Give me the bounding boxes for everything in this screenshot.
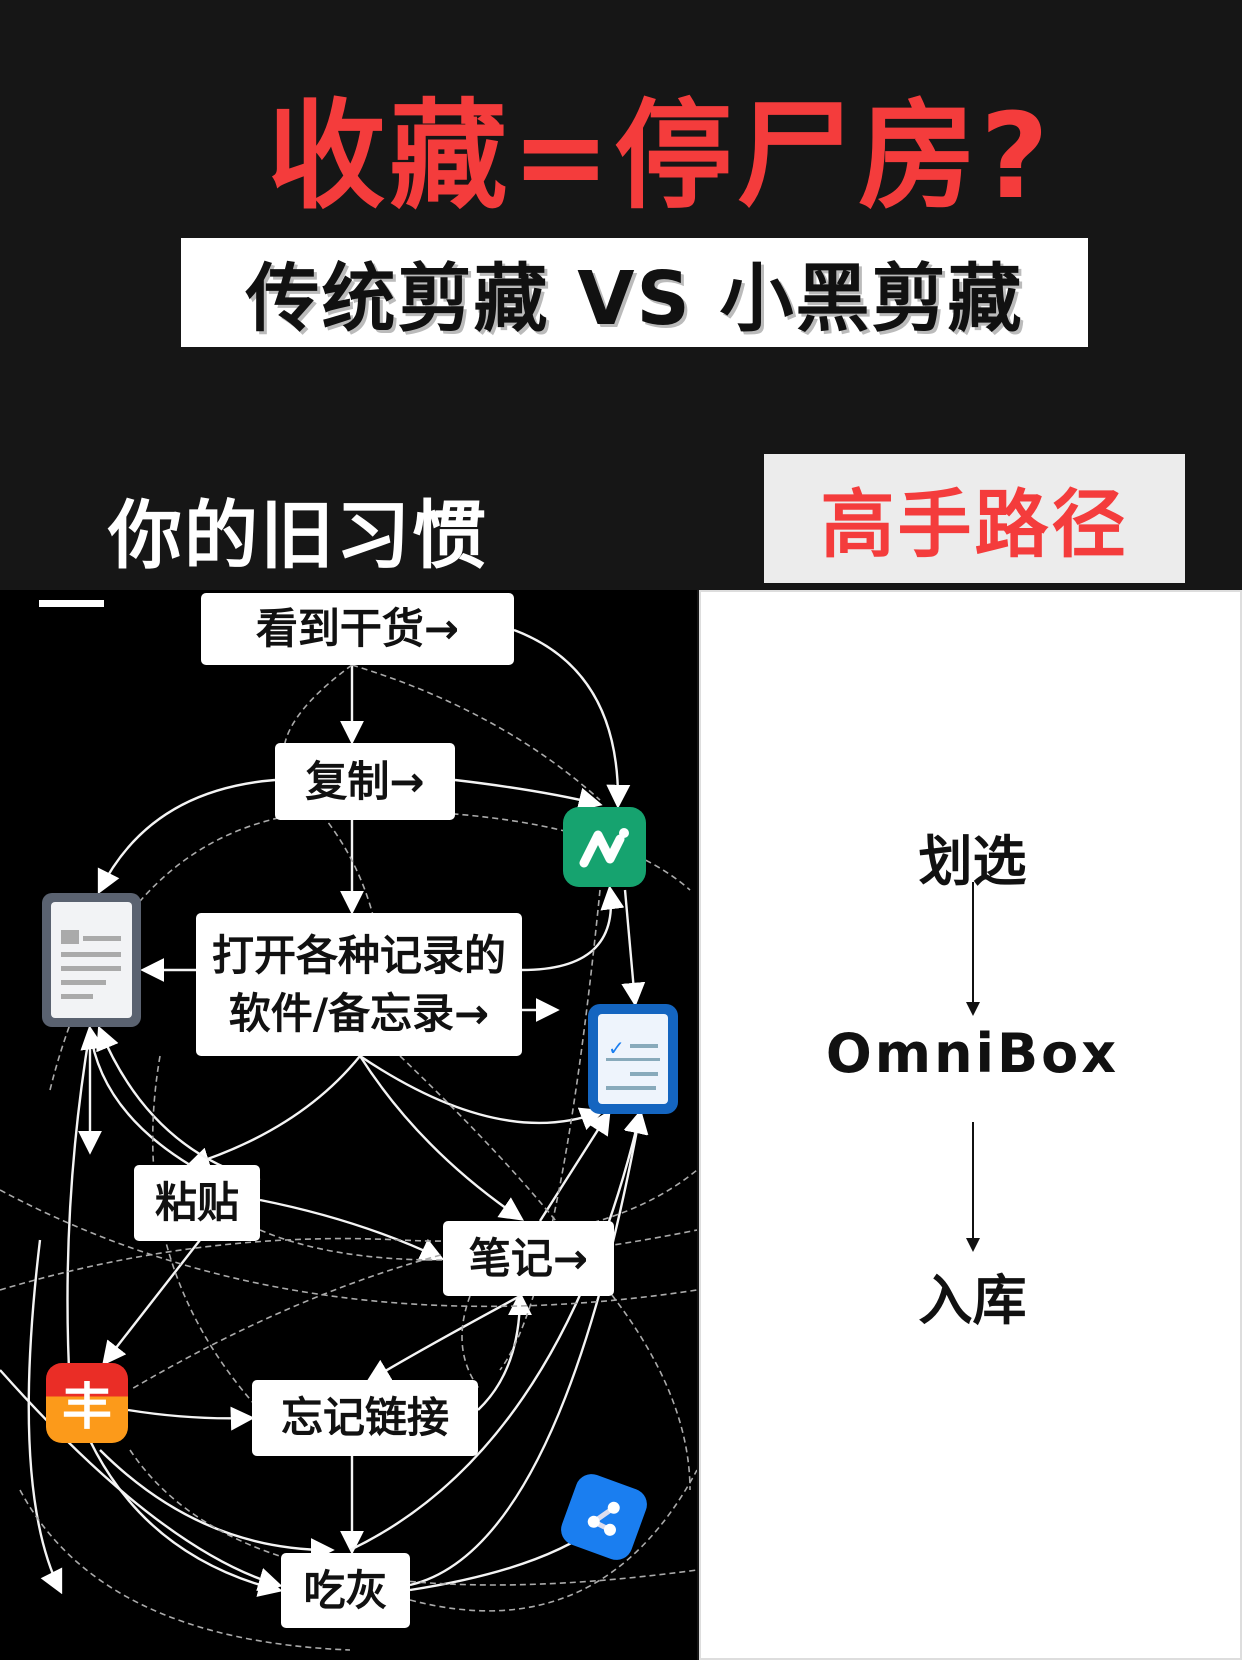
arrow-edge-13	[102, 1239, 201, 1366]
arrow-edge-12	[259, 1198, 445, 1261]
old-habit-diagram: 看到干货→ 复制→ 打开各种记录的软件/备忘录→ 粘贴 笔记→ 忘记链接 吃灰 …	[0, 590, 697, 1660]
arrow-edge-21	[0, 1369, 283, 1592]
arrow-edge-28	[27, 1239, 63, 1595]
arrow-edge-10	[358, 1055, 524, 1221]
arrow-edge-9	[185, 1055, 361, 1171]
arrow-edge-17	[477, 1291, 532, 1411]
page-title: 收藏=停尸房?	[267, 87, 1053, 225]
node-paste: 粘贴	[134, 1165, 260, 1241]
pro-path-label: 高手路径	[820, 482, 1129, 568]
arrow-edge-22	[349, 1109, 648, 1552]
node-notes: 笔记→	[443, 1221, 614, 1296]
arrow-edge-6	[521, 885, 625, 972]
arrow-edge-14	[538, 1109, 611, 1222]
node-copy: 复制→	[275, 743, 455, 820]
arrow-edge-15	[127, 1406, 255, 1431]
decorative-bar	[39, 600, 104, 607]
arrow-edge-25	[99, 1449, 335, 1562]
dashed-edge-6	[0, 1189, 697, 1308]
subtitle-text: 传统剪藏 VS 小黑剪藏	[245, 256, 1024, 342]
node-open-apps: 打开各种记录的软件/备忘录→	[196, 913, 522, 1056]
orange-app-icon: 丰	[46, 1363, 128, 1443]
pro-path-banner: 高手路径	[764, 454, 1185, 583]
arrow-edge-4	[97, 778, 276, 895]
step-store: 入库	[918, 1269, 1027, 1332]
old-habit-label: 你的旧习惯	[108, 493, 488, 579]
arrow-edge-23	[409, 1109, 649, 1587]
document-icon	[42, 893, 141, 1027]
dashed-edge-13	[19, 1489, 351, 1651]
diagram-edges	[0, 628, 697, 1651]
notion-style-app-icon	[563, 807, 646, 887]
arrow-edge-18	[365, 1294, 521, 1383]
arrow-edge-11	[359, 1055, 605, 1131]
arrow-edge-3	[513, 628, 631, 809]
dashed-edge-11	[499, 889, 601, 1371]
blue-share-app-icon	[556, 1469, 652, 1565]
dashed-edge-12	[129, 1249, 461, 1391]
step-omnibox: OmniBox	[825, 1022, 1120, 1085]
dashed-edge-9	[461, 1295, 481, 1391]
arrow-down-icon	[966, 1122, 980, 1252]
dashed-edge-0	[351, 664, 601, 801]
node-forget-link: 忘记链接	[252, 1380, 478, 1456]
subtitle-banner: 传统剪藏 VS 小黑剪藏	[181, 238, 1088, 347]
pro-path-panel: 划选 OmniBox 入库	[699, 590, 1242, 1660]
arrow-down-icon	[966, 882, 980, 1016]
arrow-edge-8	[621, 889, 646, 1007]
clipboard-checklist-icon: ✓	[588, 1004, 678, 1114]
dashed-edge-2	[0, 1169, 697, 1291]
node-gather-dust: 吃灰	[281, 1553, 410, 1628]
dashed-edge-10	[259, 1229, 697, 1261]
dashed-edge-8	[409, 1469, 697, 1612]
arrow-edge-2	[454, 778, 603, 812]
node-see-content: 看到干货→	[201, 593, 514, 665]
arrow-edge-27	[80, 1025, 191, 1167]
